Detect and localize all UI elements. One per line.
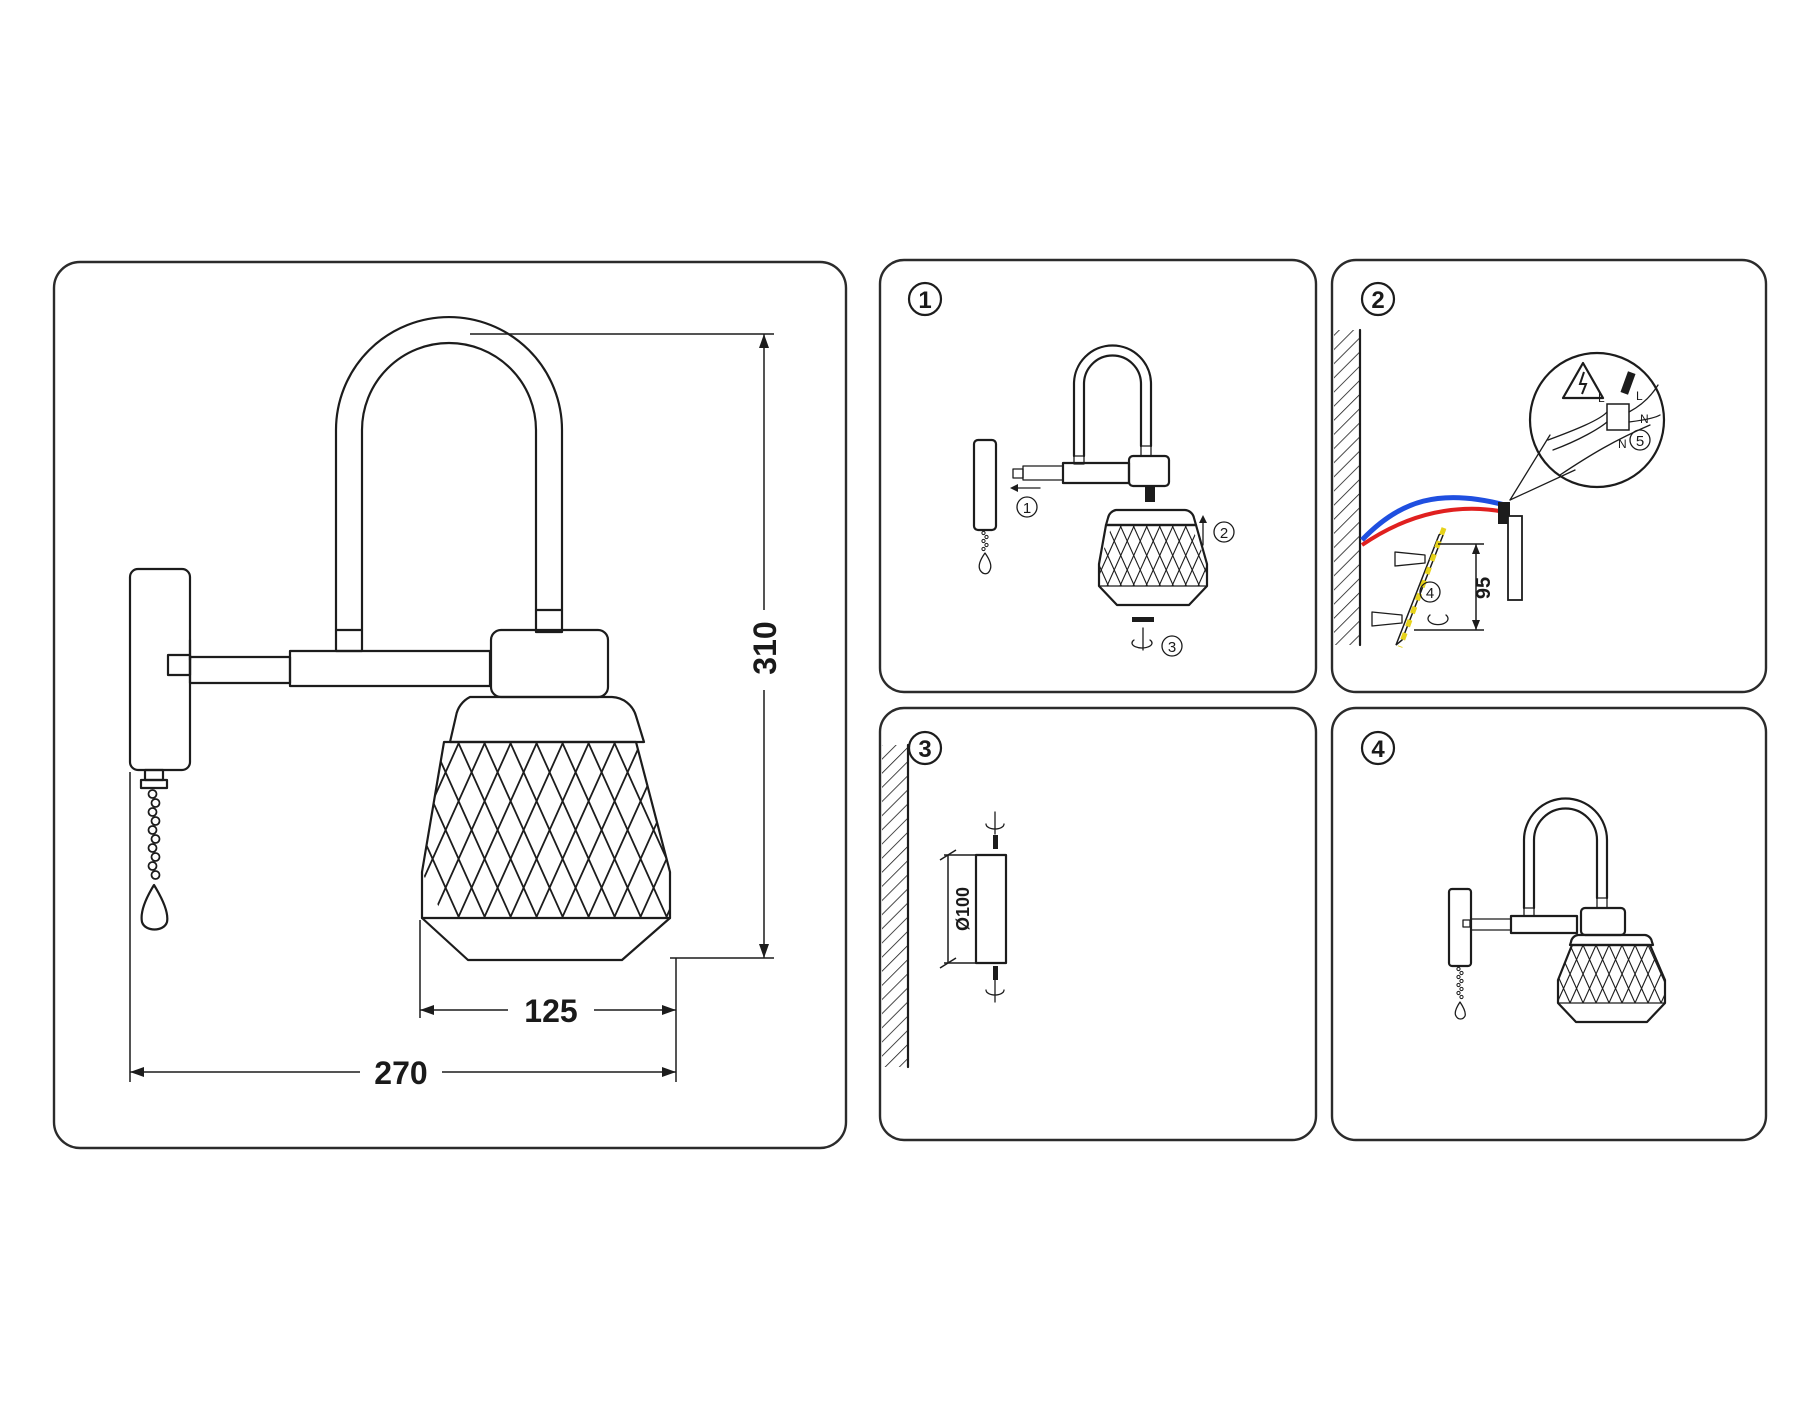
shade-width-dimension: 125 <box>419 920 676 1030</box>
step-4-pull-chain <box>1456 966 1464 1000</box>
step-3-badge <box>907 730 943 766</box>
step-2-hole-spacing: 95 <box>1414 543 1495 631</box>
step-2-mounting-bar: 4 <box>1371 527 1449 648</box>
svg-text:L: L <box>1598 391 1605 405</box>
step-2-panel: 2 L L N N <box>1330 258 1768 694</box>
lamp-arm <box>166 315 564 688</box>
step-1-callout-1: 1 <box>1010 484 1041 518</box>
step-3-number: 3 <box>918 736 931 763</box>
svg-text:N: N <box>1618 437 1627 451</box>
step-3-frame <box>878 706 1318 1142</box>
step-1-callout-3: 3 <box>1131 617 1183 657</box>
hole-spacing-value: 95 <box>1473 577 1495 599</box>
step-4-panel: 4 <box>1330 706 1768 1142</box>
step-3-wall <box>882 745 908 1067</box>
step-2-wires <box>1360 495 1523 601</box>
step-1-callout-2: 2 <box>1199 515 1235 546</box>
height-value: 310 <box>747 621 783 674</box>
step-2-frame <box>1330 258 1768 694</box>
total-width-dimension: 270 <box>129 772 677 1092</box>
svg-text:L: L <box>1636 389 1643 403</box>
step-1-frame <box>878 258 1318 694</box>
step-2-wall <box>1334 330 1360 645</box>
step-3-screws <box>985 811 1005 1003</box>
step-2-number: 2 <box>1371 287 1384 314</box>
total-width-value: 270 <box>374 1055 427 1091</box>
step-1-badge <box>907 281 943 317</box>
lamp-shade <box>420 695 672 962</box>
step-3-plate <box>974 853 1008 965</box>
svg-text:2: 2 <box>1220 525 1228 542</box>
shade-width-value: 125 <box>524 993 577 1029</box>
step-4-badge <box>1360 730 1396 766</box>
step-1-panel: 1 1 <box>878 258 1318 694</box>
step-3-diameter-dimension: Ø100 <box>939 849 976 969</box>
step-4-frame <box>1330 706 1768 1142</box>
dimension-panel-frame <box>52 260 848 1150</box>
step-2-badge <box>1360 281 1396 317</box>
svg-text:3: 3 <box>1168 639 1176 656</box>
svg-text:1: 1 <box>1023 500 1031 517</box>
step-4-number: 4 <box>1371 736 1385 763</box>
step-3-panel: 3 Ø100 <box>878 706 1318 1142</box>
svg-text:5: 5 <box>1636 433 1644 450</box>
step-4-arm <box>1462 797 1627 937</box>
pull-chain <box>139 768 169 931</box>
dimension-panel: 310 125 270 <box>52 260 848 1150</box>
step-1-pull-chain <box>981 530 989 552</box>
height-dimension: 310 <box>470 333 788 959</box>
svg-text:4: 4 <box>1426 585 1434 602</box>
step-1-number: 1 <box>918 287 931 314</box>
svg-text:N: N <box>1640 412 1649 426</box>
step-2-wiring-detail: L L N N 5 <box>1509 351 1666 501</box>
step-1-arm <box>1012 344 1171 502</box>
diameter-value: Ø100 <box>953 887 973 931</box>
step-1-wall-plate <box>972 438 998 532</box>
